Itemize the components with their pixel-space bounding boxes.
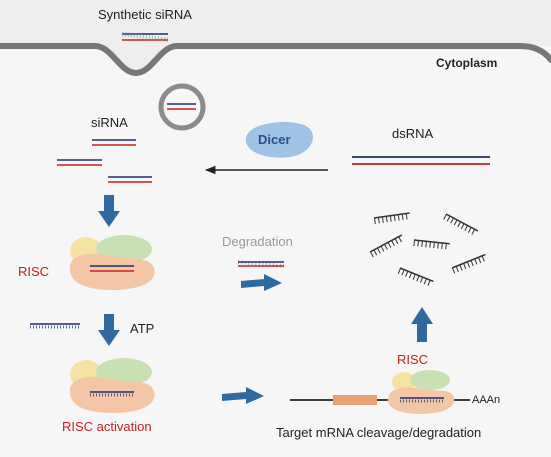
arrow-risc-to-activation bbox=[98, 314, 120, 346]
arrow-sirna-to-risc bbox=[98, 195, 120, 227]
sirna-duplex bbox=[57, 159, 102, 166]
sirna-duplex bbox=[108, 176, 152, 183]
arrow-cleavage-to-fragments bbox=[411, 307, 433, 342]
mrna-fragment bbox=[451, 253, 488, 274]
sirna-duplex bbox=[92, 139, 136, 146]
risc-activation-label: RISC activation bbox=[62, 419, 152, 434]
dicer-enzyme bbox=[245, 122, 313, 158]
sirna-duplex-group bbox=[57, 139, 152, 183]
mrna-fragment bbox=[373, 212, 411, 224]
risc-complex bbox=[69, 235, 155, 290]
mrna-fragment bbox=[413, 239, 450, 250]
risc-label-left: RISC bbox=[18, 264, 50, 279]
arrow-sirna-degradation bbox=[241, 274, 282, 291]
risc-label-right: RISC bbox=[397, 352, 429, 367]
mrna-fragment bbox=[369, 234, 405, 258]
mrna-fragment bbox=[397, 267, 434, 288]
mrna-fragments bbox=[369, 212, 488, 288]
dicer-label: Dicer bbox=[258, 132, 291, 147]
single-strand-rna bbox=[30, 323, 80, 329]
dsrna-label: dsRNA bbox=[392, 126, 434, 141]
endosome-vesicle bbox=[158, 83, 206, 131]
cytoplasm-region bbox=[0, 46, 551, 457]
cell-membrane bbox=[0, 43, 551, 77]
arrow-activation-to-target bbox=[222, 387, 264, 404]
risc-on-mrna bbox=[387, 370, 455, 414]
aaan-label: AAAn bbox=[472, 394, 501, 406]
synthetic-sirna-label: Synthetic siRNA bbox=[98, 7, 192, 22]
cytoplasm-label: Cytoplasm bbox=[436, 56, 498, 70]
degradation-label: Degradation bbox=[222, 234, 293, 249]
degraded-sirna-strand bbox=[237, 260, 285, 268]
target-mrna-label: Target mRNA cleavage/degradation bbox=[276, 425, 482, 440]
dsrna-duplex bbox=[352, 156, 490, 165]
sirna-label: siRNA bbox=[91, 115, 128, 130]
synthetic-sirna-duplex bbox=[121, 31, 169, 43]
atp-label: ATP bbox=[130, 321, 155, 336]
mrna-fragment bbox=[443, 213, 479, 237]
activated-risc-complex bbox=[69, 358, 155, 413]
